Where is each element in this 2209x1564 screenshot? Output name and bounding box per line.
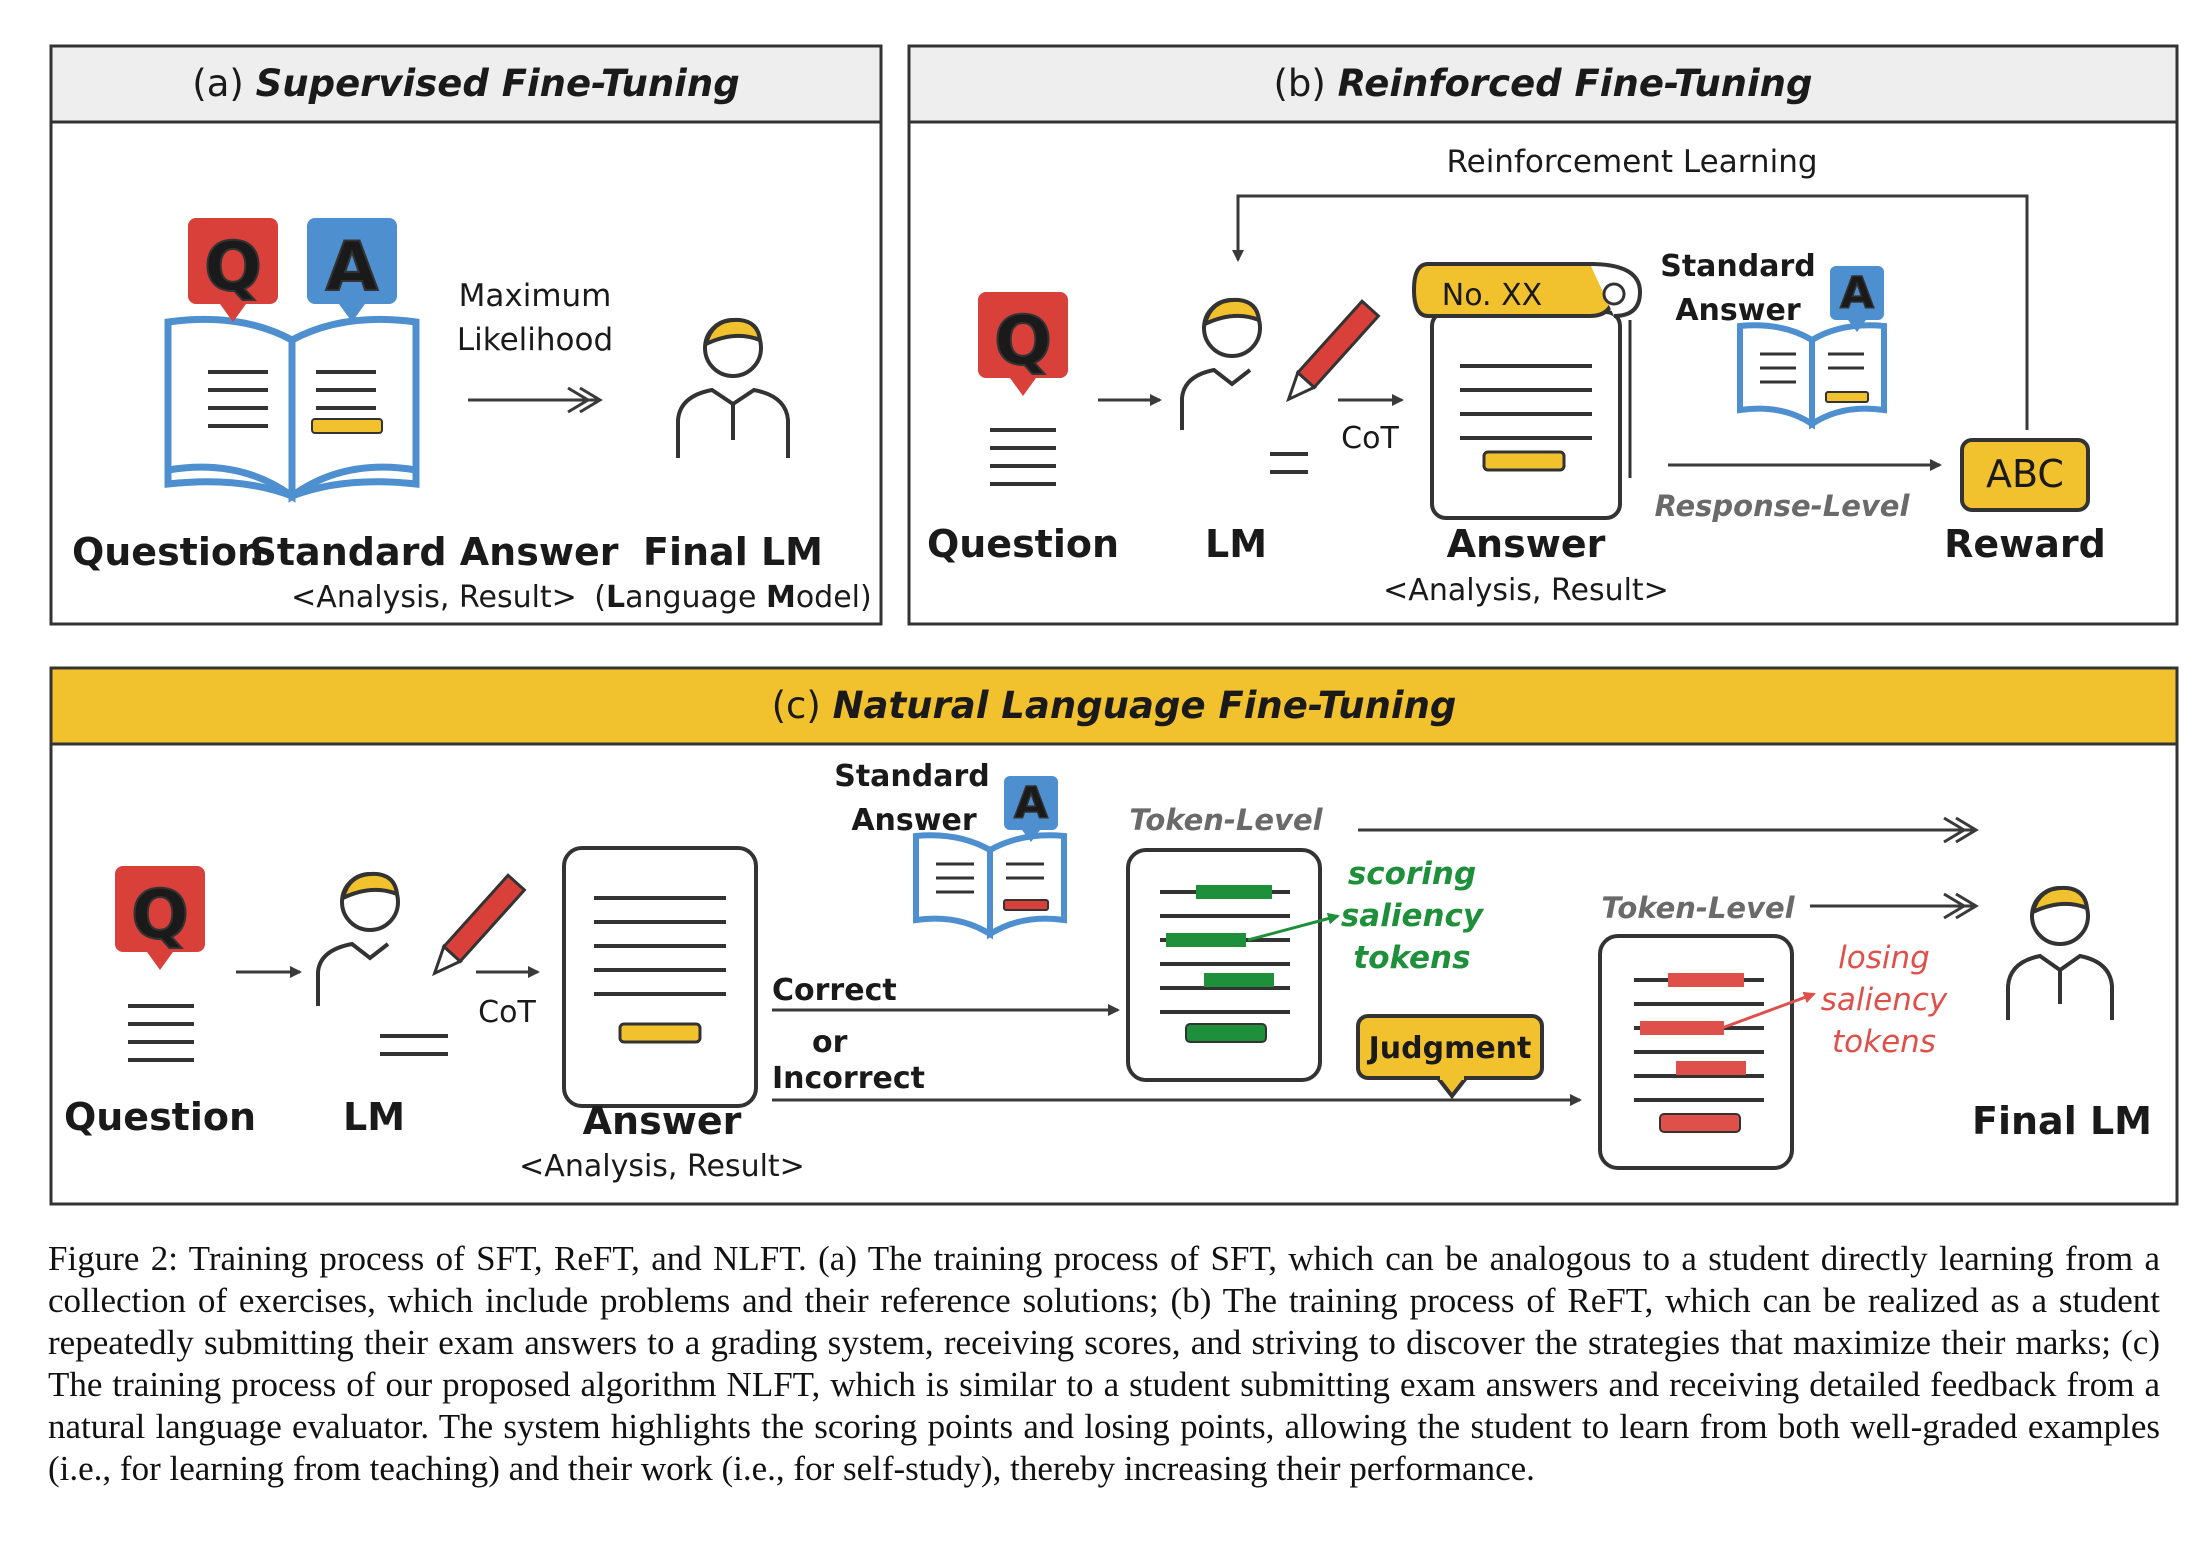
scroll-number-label: No. XX: [1442, 278, 1542, 313]
svg-text:Q: Q: [204, 228, 262, 307]
svg-text:Q: Q: [131, 876, 189, 955]
response-level-label: Response-Level: [1655, 489, 1911, 523]
cot-label: CoT: [1341, 421, 1399, 456]
double-arrow: [468, 386, 603, 414]
label-final-lm-sub: (Language Model): [594, 580, 871, 615]
panel-b-title: (b) Reinforced Fine-Tuning: [1273, 62, 1812, 105]
figure-caption: Figure 2: Training process of SFT, ReFT,…: [48, 1239, 2160, 1488]
answer-document-icon: [562, 846, 758, 1108]
standard-label-1: Standard: [834, 759, 990, 794]
label-lm: LM: [1205, 522, 1267, 566]
correct-label: Correct: [772, 973, 897, 1008]
standard-label-2: Answer: [1675, 293, 1800, 328]
standard-label-1: Standard: [1660, 249, 1816, 284]
token-level-label-1: Token-Level: [1129, 803, 1323, 837]
label-lm: LM: [343, 1095, 405, 1139]
panel-a-title: (a) Supervised Fine-Tuning: [192, 62, 739, 105]
losing-document-icon: [1598, 934, 1816, 1170]
svg-text:Q: Q: [994, 302, 1052, 381]
pencil-icon: [1286, 299, 1381, 403]
double-arrow-lower: [1810, 892, 1979, 920]
svg-text:A: A: [1840, 268, 1874, 319]
or-label: or: [812, 1025, 848, 1060]
label-standard-answer: Standard Answer: [250, 530, 619, 574]
rl-loop-arrow: [1232, 194, 2029, 430]
label-final-lm: Final LM: [1972, 1099, 2152, 1143]
svg-text:Judgment: Judgment: [1367, 1031, 1532, 1066]
judgment-bubble-icon: Judgment: [1356, 1014, 1544, 1100]
pencil-icon: [432, 873, 527, 977]
panel-b: (b) Reinforced Fine-Tuning Reinforcement…: [907, 44, 2179, 626]
losing-label-2: saliency: [1821, 982, 1948, 1018]
answer-bubble-icon: A: [1830, 266, 1884, 332]
scoring-label-1: scoring: [1348, 856, 1476, 892]
incorrect-label: Incorrect: [772, 1061, 925, 1096]
label-answer: Answer: [583, 1099, 742, 1143]
max-likelihood-label-2: Likelihood: [457, 322, 613, 358]
reward-bubble-icon: ABC: [1960, 438, 2090, 512]
answer-bubble-icon: A: [307, 218, 397, 322]
double-arrow-upper: [1358, 816, 1979, 844]
svg-text:ABC: ABC: [1986, 452, 2064, 496]
label-answer-sub: <Analysis, Result>: [519, 1149, 805, 1184]
scoring-label-3: tokens: [1353, 940, 1470, 976]
label-question: Question: [927, 522, 1119, 566]
scoring-document-icon: [1126, 848, 1340, 1082]
person-icon: [2006, 885, 2114, 1020]
label-answer: Answer: [1447, 522, 1606, 566]
label-final-lm: Final LM: [643, 530, 823, 574]
book-icon: [913, 832, 1067, 940]
losing-label-3: tokens: [1832, 1024, 1936, 1060]
standard-label-2: Answer: [851, 803, 976, 838]
question-bubble-icon: Q: [978, 292, 1068, 486]
label-question: Question: [72, 530, 264, 574]
panel-c-title: (c) Natural Language Fine-Tuning: [772, 684, 1457, 727]
panel-a: (a) Supervised Fine-Tuning Q A: [49, 44, 883, 626]
question-bubble-icon: Q: [115, 866, 205, 1062]
reinforcement-learning-label: Reinforcement Learning: [1446, 144, 1817, 180]
cot-label: CoT: [478, 995, 536, 1030]
scoring-label-2: saliency: [1341, 898, 1485, 934]
answer-scroll-icon: No. XX: [1411, 262, 1643, 520]
person-icon: [676, 317, 790, 458]
book-icon: [164, 315, 420, 503]
panel-c: (c) Natural Language Fine-Tuning Q: [49, 666, 2179, 1206]
max-likelihood-label-1: Maximum: [459, 278, 612, 314]
label-reward: Reward: [1944, 522, 2106, 566]
label-standard-answer-sub: <Analysis, Result>: [291, 580, 577, 615]
lm-writer-icon: [1180, 297, 1381, 474]
label-question: Question: [64, 1095, 256, 1139]
question-bubble-icon: Q: [188, 218, 278, 322]
token-level-label-2: Token-Level: [1601, 891, 1795, 925]
losing-label-1: losing: [1838, 940, 1930, 976]
svg-text:A: A: [1014, 778, 1048, 829]
book-icon: [1737, 322, 1887, 430]
svg-text:A: A: [326, 228, 379, 307]
answer-bubble-icon: A: [1004, 776, 1058, 842]
lm-writer-icon: [316, 871, 527, 1056]
label-answer-sub: <Analysis, Result>: [1383, 573, 1669, 608]
